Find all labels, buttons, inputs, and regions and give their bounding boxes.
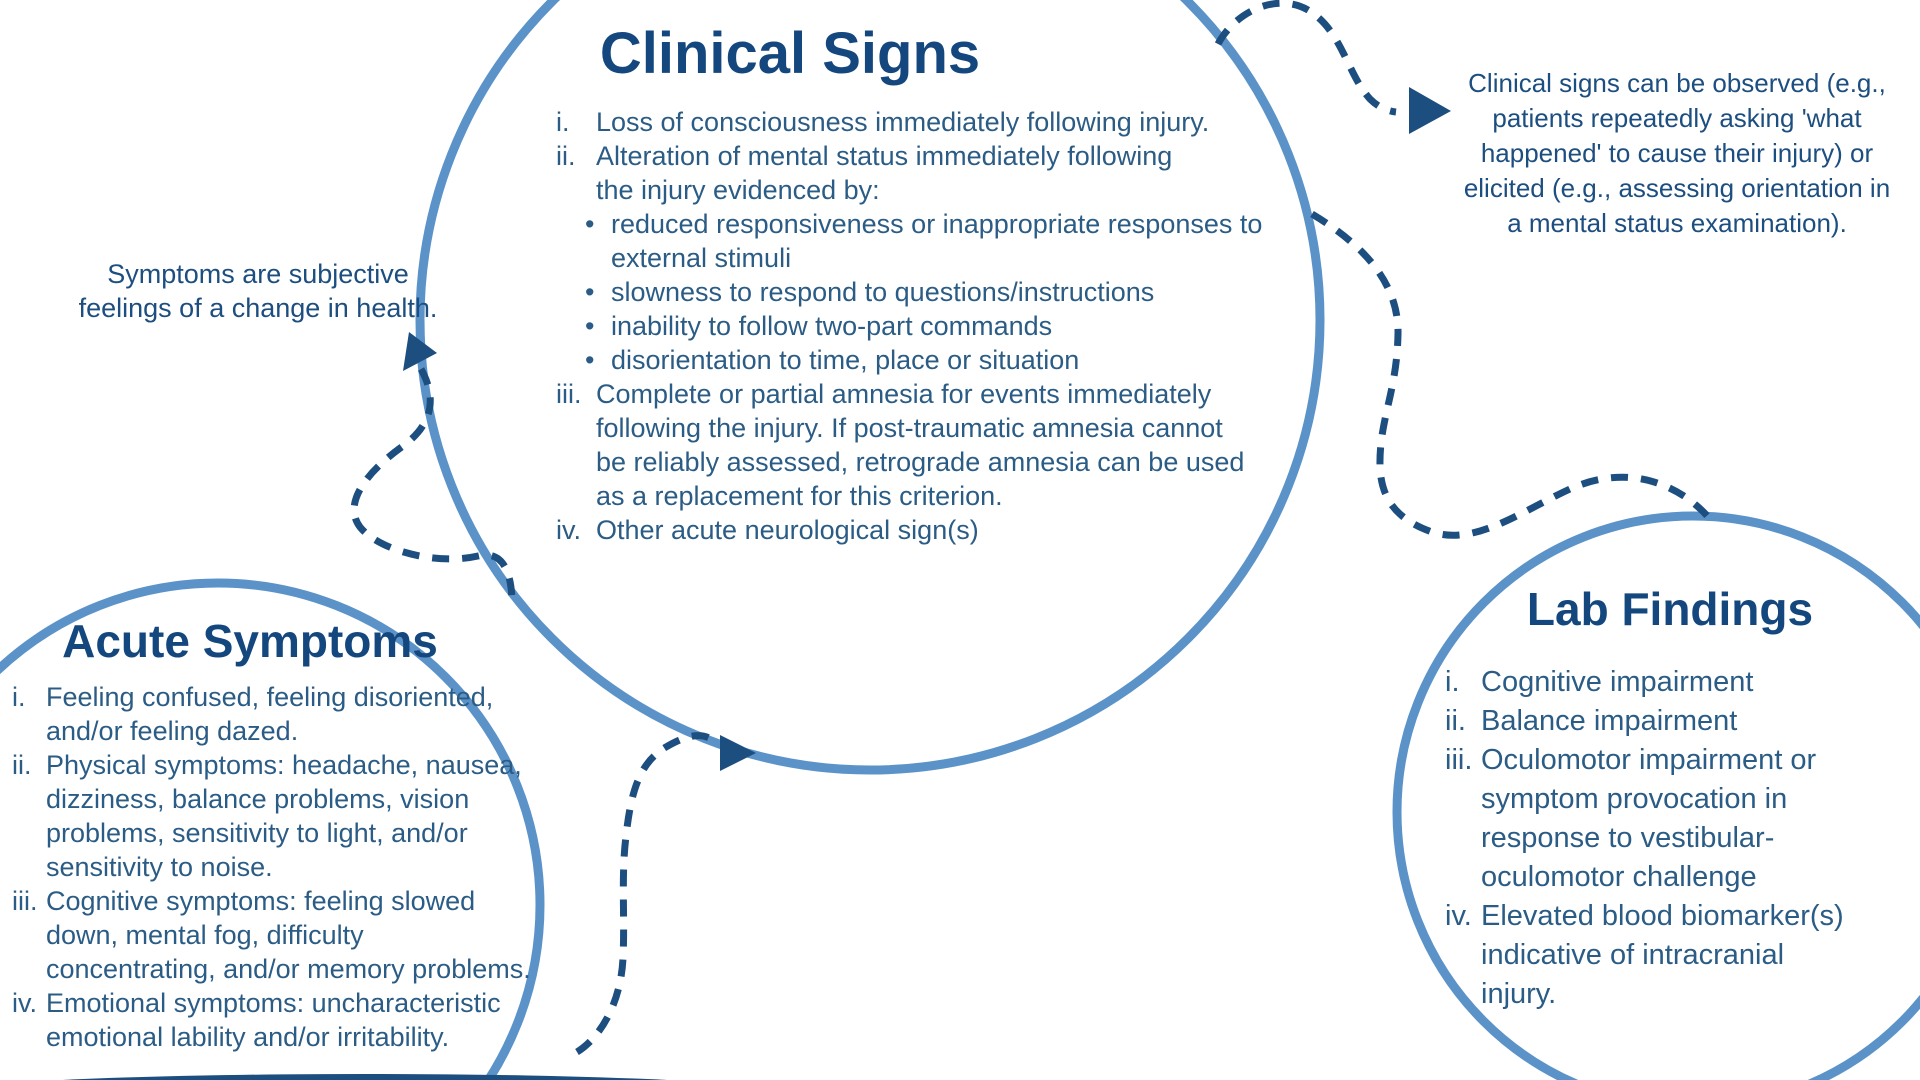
- acute-symptoms-circle: [0, 578, 545, 1080]
- list-item-text: Elevated blood biomarker(s)indicative of…: [1481, 900, 1844, 1010]
- list-item-text: reduced responsiveness or inappropriate …: [611, 209, 1263, 273]
- list-item-marker: •: [585, 311, 595, 341]
- list-item-marker: •: [585, 209, 595, 239]
- list-item-marker: iv.: [556, 515, 581, 545]
- lab-findings-circle: [1392, 511, 1920, 1080]
- list-item-marker: ii.: [1445, 705, 1466, 737]
- list-item-marker: iii.: [1445, 744, 1473, 776]
- list-item-marker: ii.: [556, 141, 576, 171]
- list-item: • slowness to respond to questions/instru…: [585, 275, 1356, 309]
- list-item-text: Cognitive impairment: [1481, 666, 1754, 698]
- list-item-marker: iii.: [556, 379, 582, 409]
- list-item: ii. Balance impairment: [1445, 702, 1915, 741]
- clinical-signs-note: Clinical signs can be observed (e.g., pa…: [1427, 66, 1920, 241]
- symptoms-note: Symptoms are subjective feelings of a ch…: [48, 257, 468, 325]
- list-item-marker: i.: [1445, 666, 1460, 698]
- list-item-marker: iii.: [12, 886, 38, 916]
- list-item-text: Feeling confused, feeling disoriented,an…: [46, 682, 494, 746]
- lab-findings-list: i. Cognitive impairment ii. Balance impairm…: [1445, 663, 1915, 1014]
- list-item: iv. Elevated blood biomarker(s)indicative…: [1445, 897, 1915, 1014]
- list-item: i. Loss of consciousness immediately foll…: [556, 105, 1356, 139]
- clinical-signs-circle: [415, 0, 1325, 775]
- list-item-text: slowness to respond to questions/instruc…: [611, 277, 1155, 307]
- list-item: • inability to follow two-part commands: [585, 309, 1356, 343]
- symptoms-note-line: Symptoms are subjective: [107, 259, 409, 289]
- list-item-marker: iv.: [12, 988, 37, 1018]
- symptoms-note-arrow-icon: [403, 332, 437, 371]
- list-item-marker: i.: [556, 107, 570, 137]
- list-item: ii. Alteration of mental status immediate…: [556, 139, 1356, 207]
- symptoms-note-dashed-line: [350, 367, 516, 601]
- list-item-text: Alteration of mental status immediately …: [596, 141, 1173, 205]
- list-item-text: Balance impairment: [1481, 705, 1738, 737]
- list-item-text: inability to follow two-part commands: [611, 311, 1053, 341]
- lab-findings-title: Lab Findings: [1526, 583, 1814, 635]
- list-item-text: Physical symptoms: headache, nausea,dizz…: [46, 750, 522, 882]
- list-item-marker: iv.: [1445, 900, 1472, 932]
- list-item-marker: ii.: [12, 750, 32, 780]
- clinical-signs-list: i. Loss of consciousness immediately foll…: [556, 105, 1356, 547]
- list-item-text: Other acute neurological sign(s): [596, 515, 979, 545]
- list-item: iv. Other acute neurological sign(s): [556, 513, 1356, 547]
- acute-symptoms-title: Acute Symptoms: [62, 615, 438, 667]
- list-item: i. Cognitive impairment: [1445, 663, 1915, 702]
- acute-to-clinical-arrow-icon: [720, 735, 756, 771]
- list-item-text: Complete or partial amnesia for events i…: [596, 379, 1245, 511]
- list-item-marker: •: [585, 277, 595, 307]
- symptoms-note-line: feelings of a change in health.: [78, 293, 438, 323]
- clinical-note-arrow-icon: [1409, 87, 1451, 134]
- clinical-note-line: happened' to cause their injury) or: [1480, 138, 1874, 168]
- acute-symptoms-list: i. Feeling confused, feeling disoriented,…: [12, 680, 552, 1054]
- clinical-note-line: elicited (e.g., assessing orientation in: [1463, 173, 1891, 203]
- list-item: i. Feeling confused, feeling disoriented,…: [12, 680, 552, 748]
- list-item: • reduced responsiveness or inappropriate…: [585, 207, 1356, 275]
- list-item-text: disorientation to time, place or situati…: [611, 345, 1080, 375]
- list-item-text: Loss of consciousness immediately follow…: [596, 107, 1210, 137]
- clinical-to-lab-dashed-line: [1310, 210, 1715, 539]
- clinical-note-line: patients repeatedly asking 'what: [1492, 103, 1862, 133]
- list-item-marker: •: [585, 345, 595, 375]
- bottom-navy-arc: [61, 1074, 669, 1080]
- list-item: • disorientation to time, place or situat…: [585, 343, 1356, 377]
- clinical-signs-title: Clinical Signs: [599, 21, 981, 86]
- clinical-note-line: Clinical signs can be observed (e.g.,: [1468, 68, 1886, 98]
- acute-to-clinical-dashed-line: [575, 732, 719, 1055]
- list-item: ii. Physical symptoms: headache, nausea,d…: [12, 748, 552, 884]
- clinical-note-line: a mental status examination).: [1507, 208, 1847, 238]
- list-item-marker: i.: [12, 682, 26, 712]
- list-item: iii. Complete or partial amnesia for even…: [556, 377, 1356, 513]
